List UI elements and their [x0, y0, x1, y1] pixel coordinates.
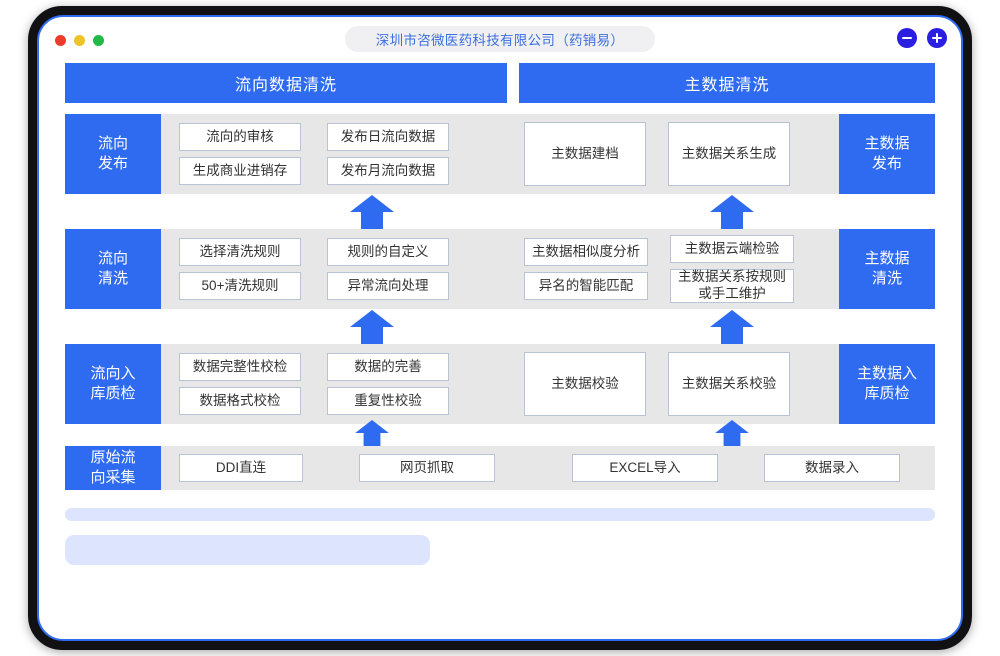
card-publish-daily-flow-data[interactable]: 发布日流向数据 — [327, 123, 449, 151]
card-column: 发布日流向数据 发布月流向数据 — [327, 123, 449, 185]
card-column: 数据的完善 重复性校验 — [327, 353, 449, 415]
card-column: EXCEL导入 — [572, 454, 718, 482]
row-publish-right-cells: 主数据建档 主数据关系生成 — [500, 114, 839, 194]
row-quality-left-cells: 数据完整性校检 数据格式校检 数据的完善 重复性校验 — [161, 344, 500, 424]
plus-circle-icon[interactable] — [927, 28, 947, 48]
maximize-button[interactable] — [93, 34, 104, 46]
card-flow-audit[interactable]: 流向的审核 — [179, 123, 301, 151]
placeholder-bar-full — [65, 508, 935, 521]
row-cleaning-left-cells: 选择清洗规则 50+清洗规则 规则的自定义 异常流向处理 — [161, 229, 500, 309]
row-publish: 流向 发布 流向的审核 生成商业进销存 发布日流向数据 发布月流向数据 — [65, 114, 935, 194]
minus-circle-icon[interactable] — [897, 28, 917, 48]
up-arrow-icon — [710, 195, 754, 229]
stage-label-flow-publish: 流向 发布 — [65, 114, 161, 194]
card-alias-intelligent-matching[interactable]: 异名的智能匹配 — [524, 272, 648, 300]
arrow-gap-3 — [65, 420, 935, 446]
card-master-data-cloud-verification[interactable]: 主数据云端检验 — [670, 235, 794, 263]
window-controls[interactable] — [55, 34, 104, 46]
card-excel-import[interactable]: EXCEL导入 — [572, 454, 718, 482]
stage-label-flow-storage-quality-check: 流向入 库质检 — [65, 344, 161, 424]
up-arrow-icon — [710, 420, 754, 446]
row-quality-check: 流向入 库质检 数据完整性校检 数据格式校检 数据的完善 重复性校验 — [65, 344, 935, 424]
card-abnormal-flow-handling[interactable]: 异常流向处理 — [327, 272, 449, 300]
card-column: 选择清洗规则 50+清洗规则 — [179, 238, 301, 300]
card-column: 主数据建档 — [524, 122, 646, 186]
title-bar: 深圳市咨微医药科技有限公司（药销易） — [39, 17, 961, 63]
stage-label-flow-cleaning: 流向 清洗 — [65, 229, 161, 309]
card-column: 数据完整性校检 数据格式校检 — [179, 353, 301, 415]
arrow-gap-2 — [65, 309, 935, 344]
stage-label-raw-flow-collection: 原始流 向采集 — [65, 446, 161, 490]
card-select-cleaning-rule[interactable]: 选择清洗规则 — [179, 238, 301, 266]
stage-label-master-publish: 主数据 发布 — [839, 114, 935, 194]
window-actions[interactable] — [897, 28, 947, 48]
minimize-button[interactable] — [74, 34, 85, 46]
stage-label-master-cleaning: 主数据 清洗 — [839, 229, 935, 309]
card-column: 主数据关系校验 — [668, 352, 790, 416]
card-column: 主数据关系生成 — [668, 122, 790, 186]
row-collection-right-cells: EXCEL导入 数据录入 — [548, 446, 935, 490]
header-master-data-cleaning: 主数据清洗 — [519, 63, 935, 103]
card-column: DDI直连 — [179, 454, 303, 482]
card-data-entry[interactable]: 数据录入 — [764, 454, 900, 482]
card-column: 规则的自定义 异常流向处理 — [327, 238, 449, 300]
row-collection: 原始流 向采集 DDI直连 网页抓取 EXCEL导入 — [65, 446, 935, 490]
up-arrow-icon — [350, 420, 394, 446]
placeholder-bar-partial — [65, 535, 431, 565]
arrow-gap-1 — [65, 194, 935, 229]
window-title: 深圳市咨微医药科技有限公司（药销易） — [345, 26, 655, 52]
card-column: 数据录入 — [764, 454, 900, 482]
card-50-plus-cleaning-rules[interactable]: 50+清洗规则 — [179, 272, 301, 300]
diagram-headers: 流向数据清洗 主数据清洗 — [65, 63, 935, 103]
card-column: 主数据云端检验 主数据关系按规则 或手工维护 — [670, 235, 794, 303]
row-collection-left-cells: DDI直连 网页抓取 — [161, 446, 548, 490]
card-duplication-check[interactable]: 重复性校验 — [327, 387, 449, 415]
card-master-data-similarity-analysis[interactable]: 主数据相似度分析 — [524, 238, 648, 266]
card-master-data-archiving[interactable]: 主数据建档 — [524, 122, 646, 186]
card-column: 主数据校验 — [524, 352, 646, 416]
card-web-scraping[interactable]: 网页抓取 — [359, 454, 495, 482]
up-arrow-icon — [350, 195, 394, 229]
close-button[interactable] — [55, 34, 66, 46]
row-quality-right-cells: 主数据校验 主数据关系校验 — [500, 344, 839, 424]
stage-label-master-storage-quality-check: 主数据入 库质检 — [839, 344, 935, 424]
card-publish-monthly-flow-data[interactable]: 发布月流向数据 — [327, 157, 449, 185]
card-data-integrity-check[interactable]: 数据完整性校检 — [179, 353, 301, 381]
row-publish-left-cells: 流向的审核 生成商业进销存 发布日流向数据 发布月流向数据 — [161, 114, 500, 194]
device-bezel: 深圳市咨微医药科技有限公司（药销易） 流向数据清洗 主数据清洗 流向 发布 流向… — [28, 6, 972, 650]
card-generate-commercial-inventory[interactable]: 生成商业进销存 — [179, 157, 301, 185]
card-master-data-relation-rule-or-manual[interactable]: 主数据关系按规则 或手工维护 — [670, 269, 794, 303]
row-cleaning-right-cells: 主数据相似度分析 异名的智能匹配 主数据云端检验 主数据关系按规则 或手工维护 — [500, 229, 839, 309]
up-arrow-icon — [710, 310, 754, 344]
card-column: 网页抓取 — [359, 454, 495, 482]
card-data-format-check[interactable]: 数据格式校检 — [179, 387, 301, 415]
diagram: 流向数据清洗 主数据清洗 流向 发布 流向的审核 生成商业进销存 发布日流向数据… — [39, 63, 961, 490]
card-data-enrichment[interactable]: 数据的完善 — [327, 353, 449, 381]
card-master-data-verification[interactable]: 主数据校验 — [524, 352, 646, 416]
row-cleaning: 流向 清洗 选择清洗规则 50+清洗规则 规则的自定义 异常流向处理 — [65, 229, 935, 309]
card-master-data-relation-generation[interactable]: 主数据关系生成 — [668, 122, 790, 186]
header-flow-data-cleaning: 流向数据清洗 — [65, 63, 507, 103]
card-column: 主数据相似度分析 异名的智能匹配 — [524, 235, 648, 303]
card-master-data-relation-verification[interactable]: 主数据关系校验 — [668, 352, 790, 416]
up-arrow-icon — [350, 310, 394, 344]
card-column: 流向的审核 生成商业进销存 — [179, 123, 301, 185]
card-ddi-direct-connection[interactable]: DDI直连 — [179, 454, 303, 482]
content-placeholder — [39, 490, 961, 565]
card-rule-customization[interactable]: 规则的自定义 — [327, 238, 449, 266]
app-window: 深圳市咨微医药科技有限公司（药销易） 流向数据清洗 主数据清洗 流向 发布 流向… — [37, 15, 963, 641]
